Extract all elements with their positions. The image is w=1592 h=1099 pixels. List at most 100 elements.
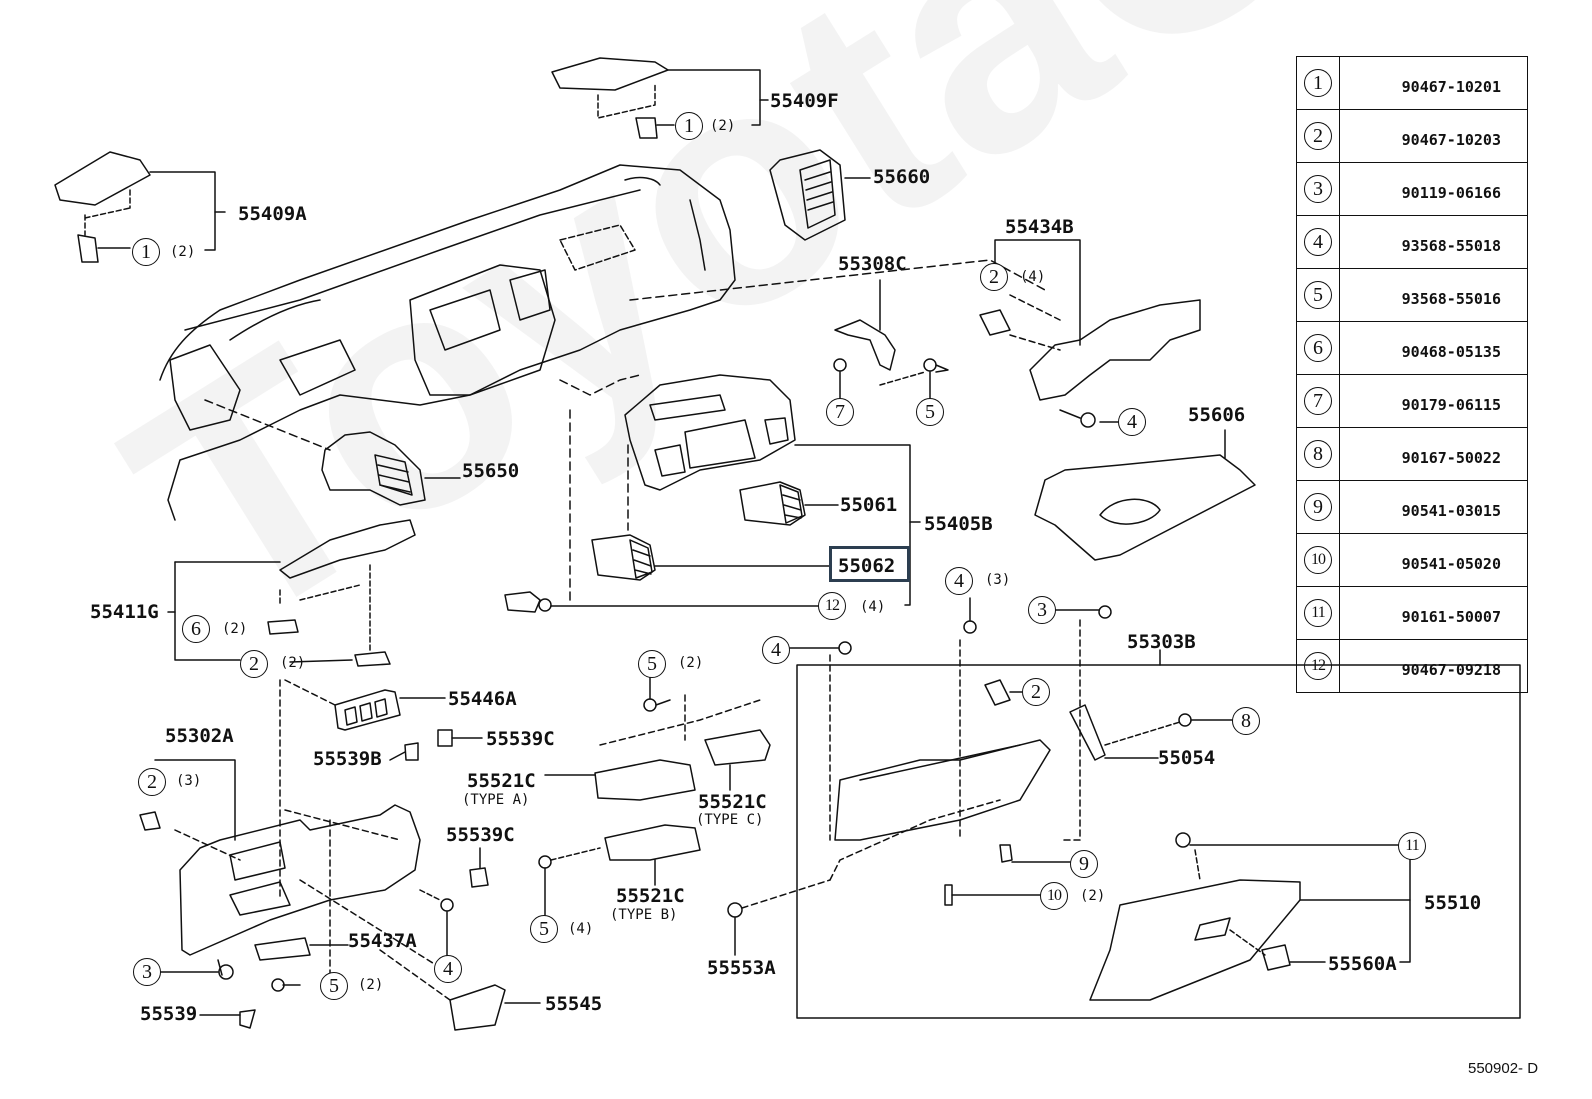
legend-part-number: 90119-06166 [1339,162,1528,216]
legend-number: 10 [1304,546,1332,574]
legend-part-number: 90541-03015 [1339,480,1528,534]
fastener-ref-4[interactable]: 4 [1118,408,1146,436]
part-55405B-drawing [559,374,921,606]
part-55446A-drawing [279,679,483,901]
legend-number: 11 [1304,599,1332,627]
fastener-qty: (2) [222,621,248,637]
legend-number: 9 [1304,493,1332,521]
callout-55303B[interactable]: 55303B [1127,631,1196,653]
drawing-code: 550902- D [1468,1060,1539,1077]
callout-55062[interactable]: 55062 [838,555,896,577]
fastener-ref-5[interactable]: 5 [638,650,666,678]
fastener-qty: (2) [170,244,196,260]
callout-55539C-lower[interactable]: 55539C [446,824,515,846]
callout-55446A[interactable]: 55446A [448,688,517,710]
fastener-ref-4[interactable]: 4 [434,955,462,983]
fastener-ref-6[interactable]: 6 [182,615,210,643]
fastener-qty: (2) [1080,888,1106,904]
callout-55302A[interactable]: 55302A [165,725,234,747]
callout-55308C[interactable]: 55308C [838,253,907,275]
callout-55539B[interactable]: 55539B [313,748,382,770]
part-55660-drawing [769,149,871,241]
callout-55521C-type-b-sub: (TYPE B) [610,907,678,923]
fastener-ref-12[interactable]: 12 [818,592,846,620]
legend-number: 7 [1304,387,1332,415]
legend-part-number: 90467-10203 [1339,109,1528,163]
fastener-qty: (4) [568,921,594,937]
fastener-ref-2[interactable]: 2 [240,650,268,678]
callout-55437A[interactable]: 55437A [348,930,417,952]
legend-number: 5 [1304,281,1332,309]
fastener-qty: (2) [678,655,704,671]
callout-55521C-type-a-sub: (TYPE A) [462,792,530,808]
callout-55521C-type-c-sub: (TYPE C) [696,812,764,828]
fastener-ref-10[interactable]: 10 [1040,882,1068,910]
part-55434B-drawing [979,239,1201,428]
fastener-ref-5[interactable]: 5 [320,972,348,1000]
callout-55409A[interactable]: 55409A [238,203,307,225]
callout-55521C-type-a[interactable]: 55521C [467,770,536,792]
fastener-ref-9[interactable]: 9 [1070,850,1098,878]
part-55409F-drawing [551,57,769,139]
callout-55553A[interactable]: 55553A [707,957,776,979]
fastener-ref-4[interactable]: 4 [945,567,973,595]
legend-part-number: 90167-50022 [1339,427,1528,481]
legend-part-number: 90179-06115 [1339,374,1528,428]
callout-55545[interactable]: 55545 [545,993,603,1015]
part-55650-drawing [204,399,461,506]
callout-55061[interactable]: 55061 [840,494,898,516]
callout-55560A[interactable]: 55560A [1328,953,1397,975]
fastener-qty: (4) [1020,269,1046,285]
callout-55510[interactable]: 55510 [1424,892,1482,914]
callout-55054[interactable]: 55054 [1158,747,1216,769]
fastener-ref-3[interactable]: 3 [1028,596,1056,624]
legend-number: 4 [1304,228,1332,256]
callout-55521C-type-c[interactable]: 55521C [698,791,767,813]
legend-number: 1 [1304,69,1332,97]
fastener-ref-4[interactable]: 4 [762,636,790,664]
fastener-ref-11[interactable]: 11 [1398,832,1426,860]
fastener-ref-8[interactable]: 8 [1232,707,1260,735]
fastener-ref-2[interactable]: 2 [138,768,166,796]
callout-55539C-upper[interactable]: 55539C [486,728,555,750]
callout-55539[interactable]: 55539 [140,1003,198,1025]
callout-55434B[interactable]: 55434B [1005,216,1074,238]
fastener-ref-1[interactable]: 1 [675,112,703,140]
callout-55409F[interactable]: 55409F [770,90,839,112]
part-55062-drawing [591,534,831,581]
callout-55650[interactable]: 55650 [462,460,520,482]
fastener-ref-1[interactable]: 1 [132,238,160,266]
part-55409A-drawing [54,151,226,263]
legend-part-number: 90541-05020 [1339,533,1528,587]
callout-55606[interactable]: 55606 [1188,404,1246,426]
callout-55521C-type-b[interactable]: 55521C [616,885,685,907]
fastener-ref-5[interactable]: 5 [916,398,944,426]
fastener-qty: (3) [985,572,1011,588]
fastener-ref-3[interactable]: 3 [133,958,161,986]
fastener-ref-5[interactable]: 5 [530,915,558,943]
fastener-ref-7[interactable]: 7 [826,398,854,426]
legend-part-number: 90161-50007 [1339,586,1528,640]
callout-55411G[interactable]: 55411G [90,601,159,623]
callout-55660[interactable]: 55660 [873,166,931,188]
fastener-ref-2[interactable]: 2 [1022,678,1050,706]
part-55061-drawing [739,481,839,526]
callout-55405B[interactable]: 55405B [924,513,993,535]
part-55510-drawing [1089,832,1411,1001]
fastener-ref-2[interactable]: 2 [980,263,1008,291]
legend-part-number: 90467-09218 [1339,639,1528,693]
